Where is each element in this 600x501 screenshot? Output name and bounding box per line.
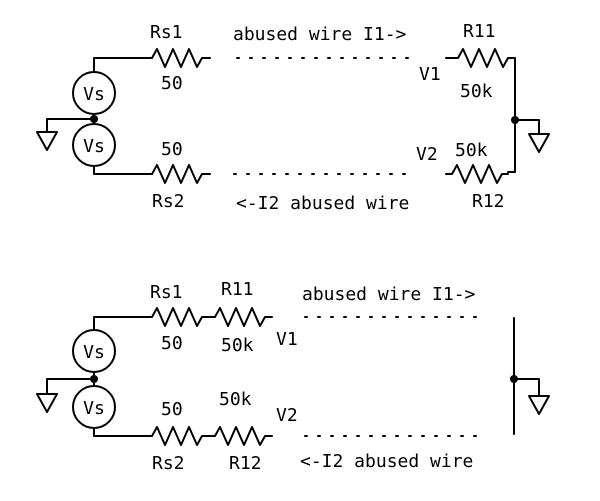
bottom-v1-label: V1: [276, 329, 298, 350]
top-right-ground-icon: [514, 119, 550, 153]
bottom-rs2-name: Rs2: [152, 453, 185, 474]
bottom-source-lower-label: Vs: [83, 398, 105, 419]
bottom-rs1-resistor: [151, 307, 216, 327]
top-wire1-label: abused wire I1->: [233, 24, 407, 45]
bottom-source-upper-label: Vs: [83, 342, 105, 363]
bottom-wire1-label: abused wire I1->: [302, 284, 476, 305]
top-r12-resistor: [445, 164, 509, 184]
bottom-r12-value: 50k: [219, 389, 252, 410]
top-lower-feed: [93, 165, 153, 175]
top-upper-feed: [93, 57, 153, 73]
top-rs1-name: Rs1: [150, 22, 183, 43]
top-wire2-label: <-I2 abused wire: [236, 193, 409, 214]
top-rs1-resistor: [151, 48, 211, 68]
top-r11-value: 50k: [460, 81, 493, 102]
top-r12-value: 50k: [455, 140, 488, 161]
top-source-lower: Vs: [72, 123, 116, 167]
top-source-upper-label: Vs: [83, 84, 105, 105]
bottom-wire2-label: <-I2 abused wire: [300, 451, 473, 472]
bottom-rs2-value: 50: [161, 399, 183, 420]
bottom-upper-feed: [93, 316, 153, 331]
top-rs2-value: 50: [161, 139, 183, 160]
top-rs1-value: 50: [161, 73, 183, 94]
top-source-upper: Vs: [72, 71, 116, 115]
top-rs2-name: Rs2: [152, 191, 185, 212]
bottom-lower-feed: [93, 427, 153, 437]
bottom-circuit: Vs Vs Rs1 50 R11 50k V1 abused wire I1->…: [36, 279, 550, 474]
bottom-right-ground-icon: [513, 378, 550, 415]
top-r11-name: R11: [463, 21, 496, 42]
bottom-rs2-resistor: [151, 426, 216, 446]
top-circuit: Vs Vs Rs1 50 abused wire I1-> R11 50k V1: [36, 21, 550, 214]
bottom-source-lower: Vs: [72, 385, 116, 429]
top-v2-label: V2: [416, 144, 438, 165]
bottom-v2-label: V2: [276, 405, 298, 426]
bottom-left-ground-icon: [36, 378, 95, 413]
top-left-ground-icon: [36, 118, 95, 151]
top-source-lower-label: Vs: [83, 136, 105, 157]
top-rs2-resistor: [151, 164, 211, 184]
bottom-rs1-name: Rs1: [150, 282, 183, 303]
bottom-r11-value: 50k: [221, 335, 254, 356]
top-r12-name: R12: [472, 191, 505, 212]
bottom-source-upper: Vs: [72, 329, 116, 373]
bottom-r11-name: R11: [221, 279, 254, 300]
top-v1-label: V1: [419, 64, 441, 85]
top-r11-resistor: [445, 48, 516, 173]
bottom-rs1-value: 50: [161, 333, 183, 354]
bottom-r11-resistor: [214, 307, 273, 327]
bottom-r12-resistor: [214, 426, 273, 446]
bottom-r12-name: R12: [229, 453, 262, 474]
